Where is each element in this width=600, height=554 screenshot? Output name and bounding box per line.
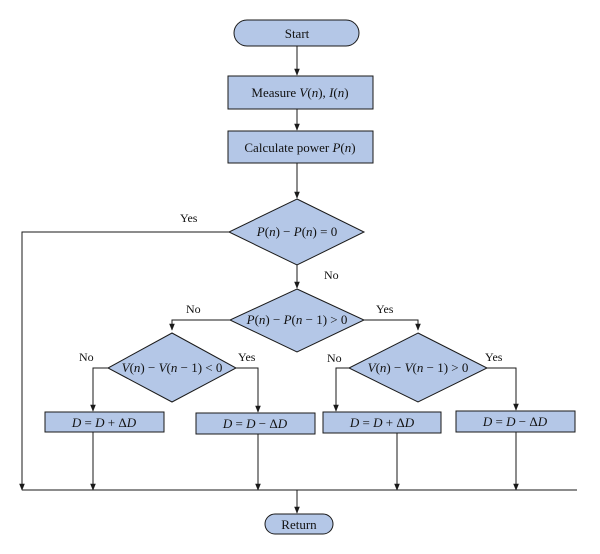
edge-label-d1-yes: Yes xyxy=(376,302,394,316)
duty-increase-label-left: D = D + ΔD xyxy=(71,415,137,430)
power-increase-label: P(n) − P(n − 1) > 0 xyxy=(246,312,348,327)
start-terminal xyxy=(233,19,360,47)
edge-label-d0-yes: Yes xyxy=(180,211,198,225)
duty-increase-box-left xyxy=(44,411,165,433)
edge-d1-no xyxy=(169,319,230,331)
duty-increase-label-right: D = D + ΔD xyxy=(349,415,415,430)
calculate-power-process xyxy=(227,130,374,164)
connectors xyxy=(19,46,577,514)
edge-label-d2-yes: Yes xyxy=(238,350,256,364)
return-terminal xyxy=(264,513,334,535)
power-equal-decision xyxy=(227,198,366,266)
duty-decrease-box-right xyxy=(455,410,576,433)
duty-decrease-label-left: D = D − ΔD xyxy=(222,416,288,431)
edge-label-d3-yes: Yes xyxy=(485,350,503,364)
edge-d2-yes xyxy=(236,367,261,413)
edge-d1-yes xyxy=(364,319,421,331)
edge-label-d1-no: No xyxy=(186,302,201,316)
edge-d3-no xyxy=(333,367,349,412)
edge-label-d0-no: No xyxy=(324,268,339,282)
measure-label: Measure V(n), I(n) xyxy=(251,85,348,100)
duty-decrease-label-right: D = D − ΔD xyxy=(482,414,548,429)
calculate-power-label: Calculate power P(n) xyxy=(244,140,355,155)
voltage-decrease-label: V(n) − V(n − 1) < 0 xyxy=(122,360,223,375)
voltage-increase-decision xyxy=(347,332,489,403)
power-increase-decision xyxy=(228,288,366,353)
edge-d2-no xyxy=(90,367,108,412)
return-label: Return xyxy=(281,517,317,532)
edge-label-d2-no: No xyxy=(79,350,94,364)
duty-decrease-box-left xyxy=(195,412,316,435)
voltage-decrease-decision xyxy=(106,332,238,403)
voltage-increase-label: V(n) − V(n − 1) > 0 xyxy=(368,360,469,375)
duty-increase-box-right xyxy=(322,411,442,434)
power-equal-label: P(n) − P(n) = 0 xyxy=(256,224,337,239)
edge-d0-yes-bypass xyxy=(19,231,229,491)
edge-d3-yes xyxy=(487,367,519,411)
edge-label-d3-no: No xyxy=(327,351,342,365)
measure-process xyxy=(227,75,374,110)
start-label: Start xyxy=(285,26,310,41)
